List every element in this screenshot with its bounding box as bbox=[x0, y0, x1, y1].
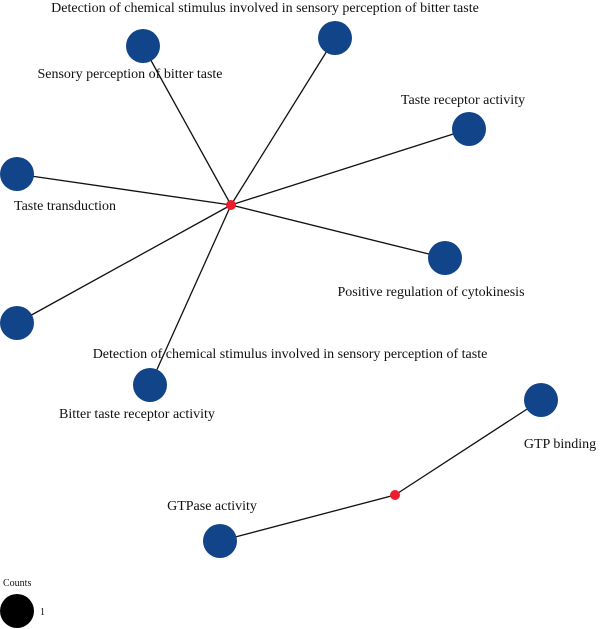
hub-node-hub2[interactable] bbox=[390, 490, 400, 500]
edge-t7-hub1 bbox=[149, 204, 232, 386]
labels-layer: Detection of chemical stimulus involved … bbox=[14, 1, 596, 514]
term-label-t7: Bitter taste receptor activity bbox=[59, 407, 215, 422]
nodes-layer bbox=[0, 21, 558, 558]
term-node-t7[interactable] bbox=[133, 368, 167, 402]
term-label-t2: Sensory perception of bitter taste bbox=[37, 67, 222, 82]
term-label-t1: Detection of chemical stimulus involved … bbox=[51, 1, 479, 16]
edges-layer bbox=[16, 37, 542, 542]
edge-t1-hub1 bbox=[230, 37, 336, 206]
term-node-t4[interactable] bbox=[0, 157, 34, 191]
edge-t4-hub1 bbox=[16, 173, 232, 206]
term-label-t6: Detection of chemical stimulus involved … bbox=[93, 347, 488, 362]
legend-node-size bbox=[0, 594, 34, 628]
edge-t5-hub1 bbox=[230, 204, 446, 259]
legend-value: 1 bbox=[40, 607, 45, 618]
legend-title: Counts bbox=[3, 578, 31, 589]
edge-t6-hub1 bbox=[16, 204, 232, 324]
term-label-t5: Positive regulation of cytokinesis bbox=[337, 285, 524, 300]
term-label-t3: Taste receptor activity bbox=[401, 93, 525, 108]
edge-t9-hub2 bbox=[219, 494, 396, 542]
edge-t2-hub1 bbox=[142, 45, 232, 206]
term-node-t9[interactable] bbox=[203, 524, 237, 558]
term-label-t9: GTPase activity bbox=[167, 499, 257, 514]
legend: Counts 1 bbox=[0, 578, 45, 628]
hub-node-hub1[interactable] bbox=[226, 200, 236, 210]
term-node-t3[interactable] bbox=[452, 112, 486, 146]
term-node-t8[interactable] bbox=[524, 383, 558, 417]
term-node-t5[interactable] bbox=[428, 241, 462, 275]
term-node-t2[interactable] bbox=[126, 29, 160, 63]
term-node-t1[interactable] bbox=[318, 21, 352, 55]
term-label-t8: GTP binding bbox=[524, 437, 596, 452]
edge-t3-hub1 bbox=[230, 128, 470, 206]
edge-t8-hub2 bbox=[394, 399, 542, 496]
term-label-t4: Taste transduction bbox=[14, 199, 116, 214]
term-node-t6[interactable] bbox=[0, 306, 34, 340]
